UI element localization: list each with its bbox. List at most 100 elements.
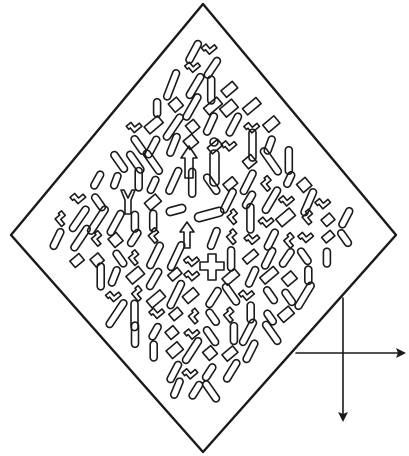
- maze-block: [168, 97, 183, 112]
- maze-capsule: [170, 377, 185, 399]
- maze-block: [165, 326, 179, 340]
- maze-capsule: [166, 132, 181, 157]
- maze-capsule: [285, 147, 292, 175]
- maze-capsule: [154, 99, 161, 117]
- center-arrow-up-small: [180, 222, 194, 248]
- maze-block: [243, 249, 259, 264]
- maze-capsule: [296, 247, 312, 266]
- maze-capsule: [163, 69, 181, 101]
- maze-capsule: [323, 248, 330, 267]
- maze-capsule: [336, 228, 352, 247]
- maze-capsule: [90, 193, 107, 212]
- maze-wall-segment: [226, 209, 241, 225]
- maze-wall-segment: [315, 195, 331, 210]
- maze-block: [277, 306, 294, 322]
- maze-capsule: [230, 323, 237, 345]
- maze-capsule: [110, 150, 129, 173]
- maze-wall-segment: [258, 213, 274, 228]
- maze-block: [166, 342, 183, 359]
- maze-capsule: [201, 363, 217, 382]
- maze-wall-segment: [244, 119, 260, 134]
- maze-wall-segment: [221, 137, 237, 152]
- maze-block: [321, 213, 335, 227]
- maze-capsule: [166, 241, 186, 272]
- maze-wall-segment: [106, 288, 122, 303]
- y-figure: [121, 190, 135, 214]
- maze-wall-segment: [201, 40, 217, 55]
- center-cross: [200, 254, 224, 280]
- maze-capsule: [146, 175, 160, 194]
- maze-capsule: [165, 166, 183, 195]
- maze-capsule: [107, 266, 121, 287]
- maze-capsule: [146, 241, 165, 270]
- maze-capsule: [278, 247, 295, 268]
- maze-capsule: [97, 263, 104, 290]
- maze-capsule: [283, 171, 296, 189]
- maze-capsule: [112, 249, 128, 268]
- maze-capsule: [181, 336, 203, 364]
- maze-capsule: [166, 360, 183, 384]
- maze-wall-segment: [260, 176, 275, 192]
- maze-block: [183, 134, 198, 149]
- maze-wall-segment: [70, 190, 86, 205]
- maze-block: [144, 116, 163, 134]
- maze-wall-segment: [298, 228, 314, 243]
- maze-wall-segment: [184, 252, 200, 267]
- maze-block: [182, 287, 199, 303]
- maze-capsule: [228, 247, 235, 271]
- maze-block: [108, 232, 123, 247]
- maze-capsule: [145, 267, 163, 291]
- maze-block: [263, 116, 280, 133]
- maze-wall-segment: [279, 192, 295, 207]
- maze-block: [203, 346, 218, 361]
- maze-capsule: [110, 172, 122, 190]
- maze-wall-segment: [126, 119, 142, 134]
- maze-capsule: [205, 286, 223, 309]
- maze-capsule: [201, 380, 220, 404]
- maze-wall-segment: [54, 211, 69, 227]
- maze-capsule: [294, 281, 316, 311]
- maze-capsule: [263, 135, 276, 155]
- maze-wall-segment: [239, 286, 255, 301]
- compass: [296, 298, 406, 422]
- maze-wall-segment: [283, 233, 298, 249]
- maze-capsule: [206, 227, 221, 251]
- maze-capsule: [338, 207, 354, 229]
- maze-capsule: [205, 308, 221, 327]
- maze-block: [126, 266, 145, 284]
- maze-block: [70, 254, 84, 268]
- maze-capsule: [262, 285, 279, 304]
- maze-wall-segment: [90, 231, 105, 247]
- maze-block: [276, 208, 296, 227]
- maze-capsule: [261, 320, 282, 346]
- maze-block: [242, 97, 261, 114]
- maze-block: [222, 269, 240, 286]
- maze-block: [146, 290, 165, 308]
- maze-capsule: [148, 322, 163, 341]
- maze-wall-segment: [182, 365, 198, 380]
- maze-block: [221, 81, 238, 97]
- maze-capsule: [90, 170, 105, 190]
- maze-capsule: [202, 325, 220, 346]
- maze-capsule: [281, 288, 297, 307]
- maze-capsule: [105, 298, 128, 328]
- maze-capsule: [166, 279, 186, 309]
- maze-block: [281, 271, 297, 287]
- maze-capsule: [68, 205, 90, 233]
- maze-wall-segment: [222, 307, 237, 323]
- maze-wall-segment: [127, 250, 142, 266]
- maze-block: [144, 194, 161, 210]
- maze-wall-segment: [130, 286, 145, 302]
- maze-block: [260, 266, 279, 284]
- maze-wall-segment: [187, 308, 202, 324]
- maze-block: [222, 346, 238, 361]
- maze-capsule: [244, 265, 259, 288]
- maze-block: [185, 119, 199, 133]
- center-dash-left: [165, 204, 186, 217]
- maze-capsule: [202, 112, 218, 136]
- maze-capsule: [242, 339, 259, 364]
- maze-capsule: [185, 39, 203, 64]
- maze-capsule: [150, 341, 157, 361]
- maze-capsule: [222, 358, 241, 383]
